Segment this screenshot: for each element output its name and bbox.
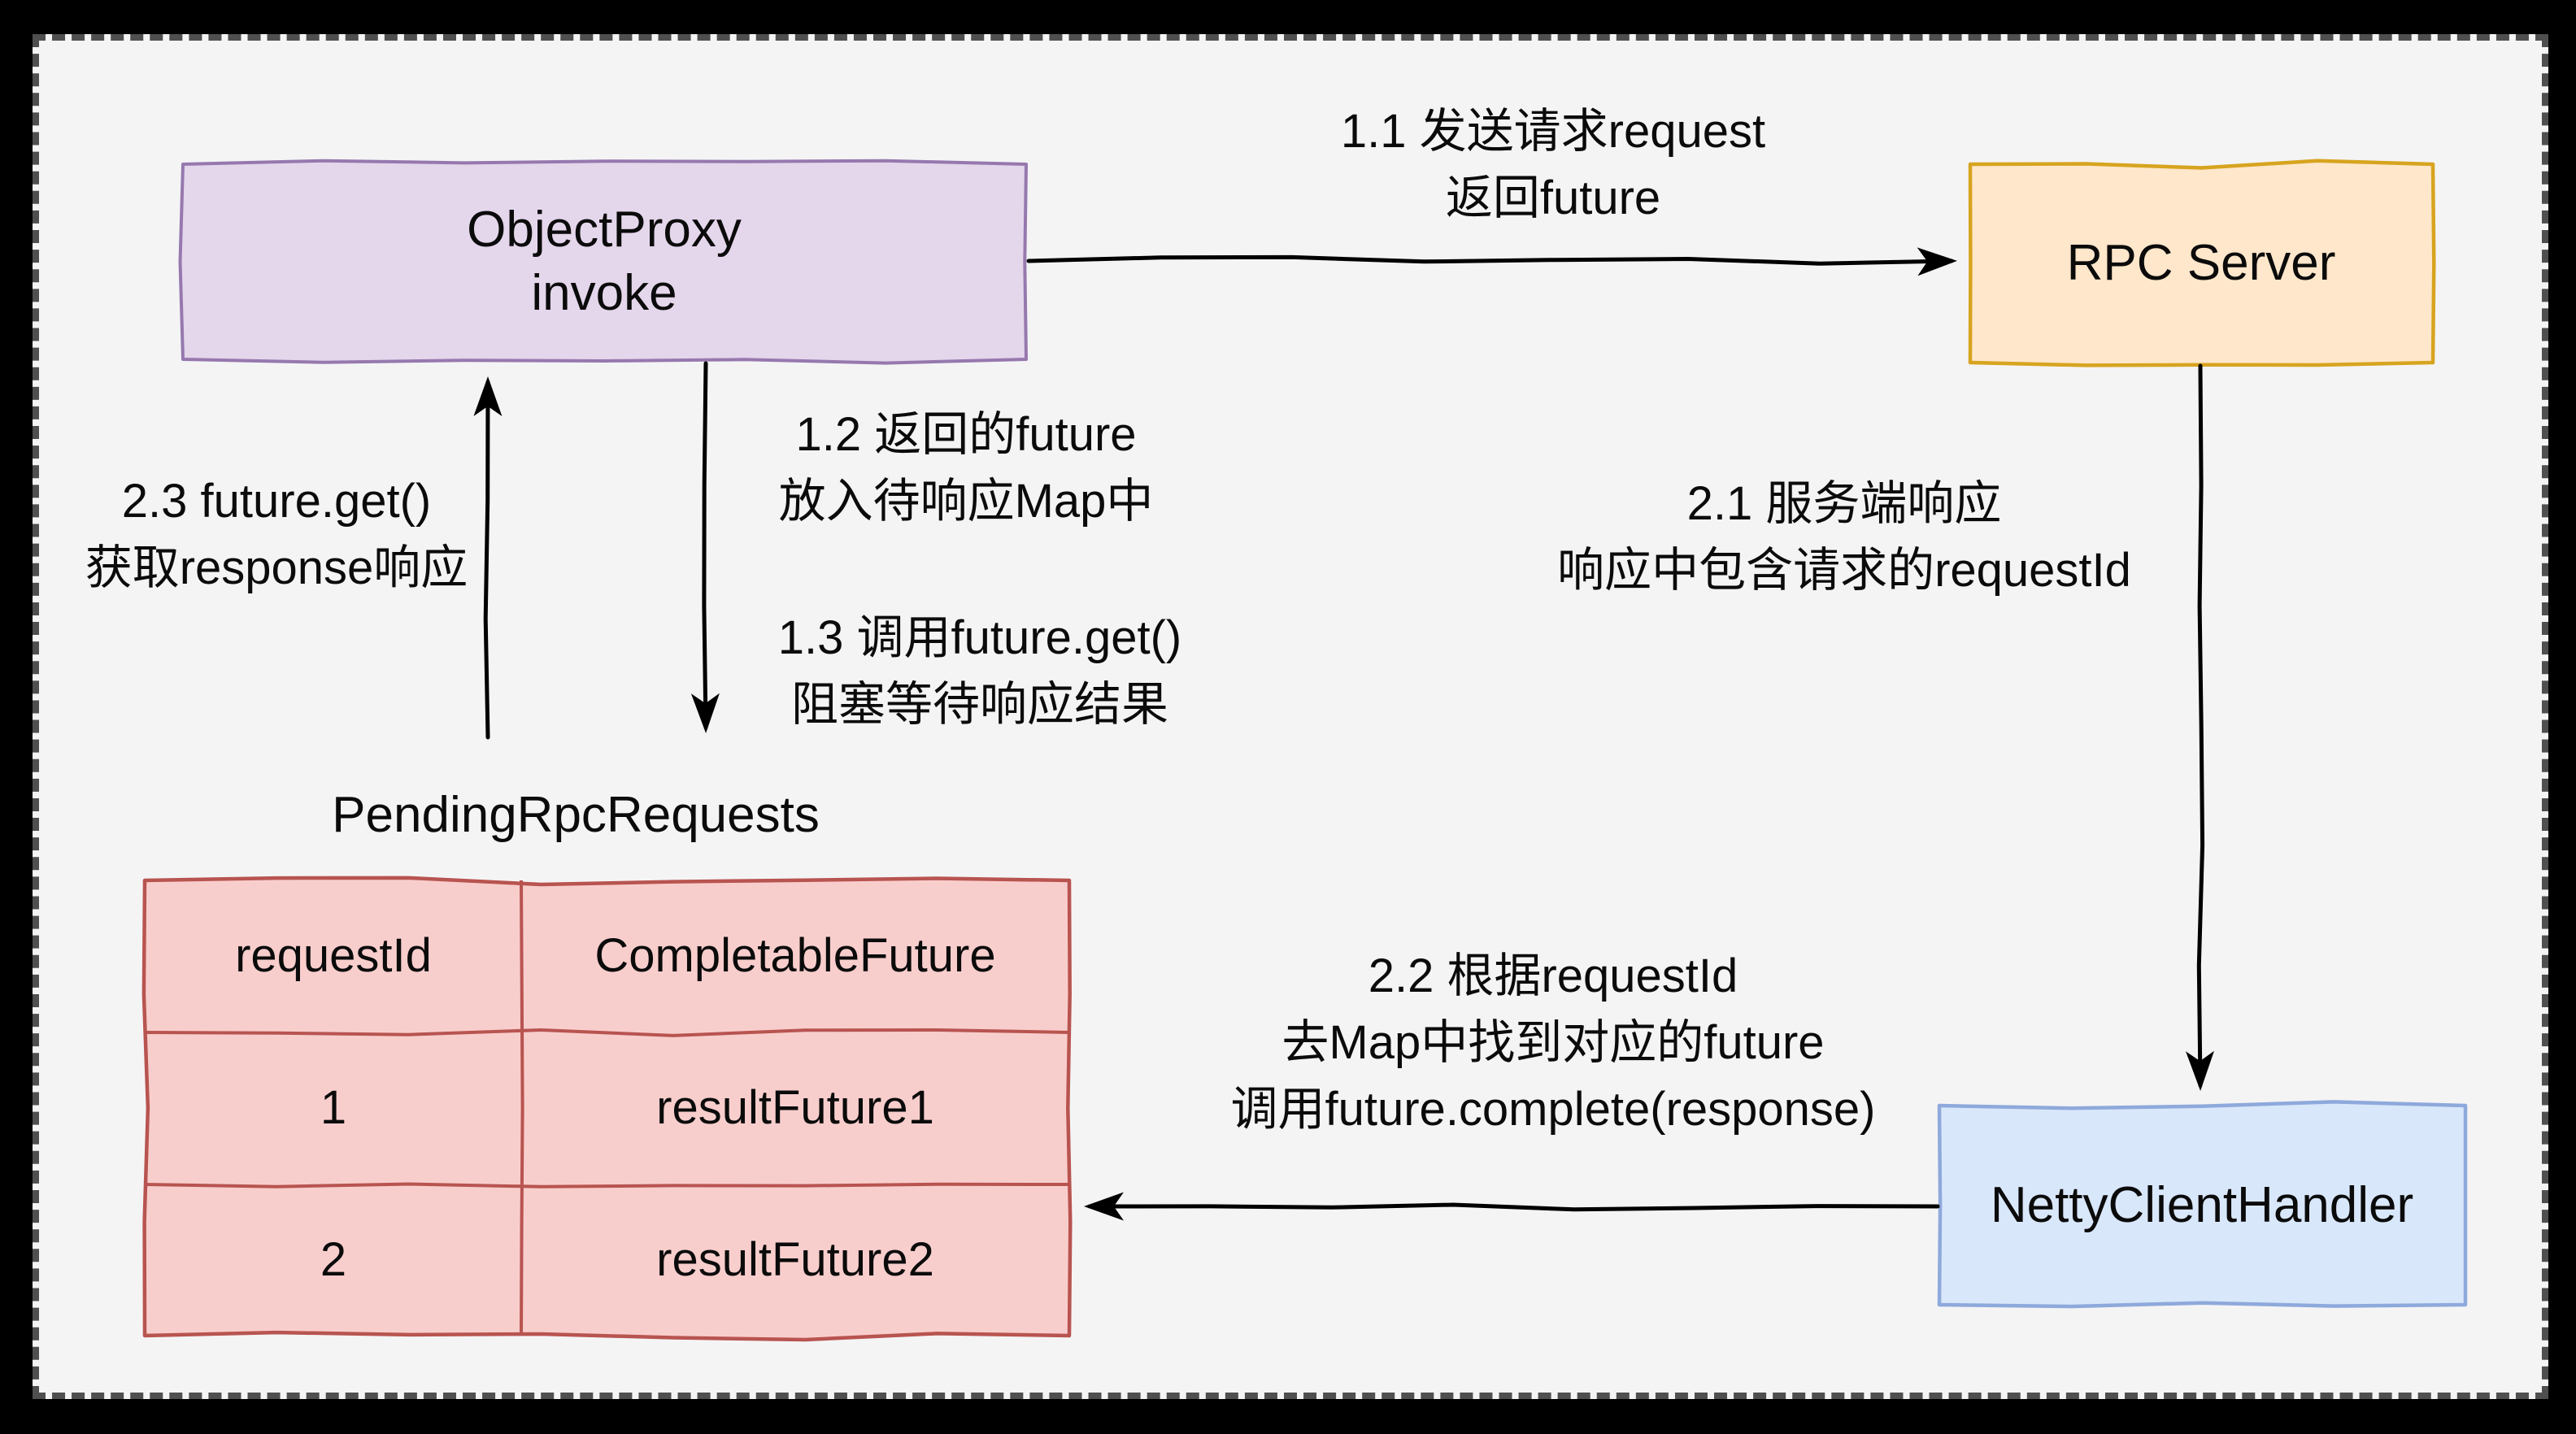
arrow-1-2-label: 1.2 返回的future 放入待响应Map中: [778, 408, 1154, 528]
objectproxy-box: [178, 159, 1028, 365]
arrow-2-1-server-response: [2186, 363, 2215, 1091]
table-row-divider-2: [144, 1182, 1070, 1188]
nettyclienthandler-box-label: NettyClientHandler: [1990, 1177, 2414, 1233]
arrow-2-1-label: 2.1 服务端响应 响应中包含请求的requestId: [1557, 477, 2131, 597]
nettyclienthandler-box: [1937, 1100, 2468, 1309]
pending-map-title: PendingRpcRequests: [332, 787, 820, 843]
arrow-2-2-complete-future: [1084, 1192, 1940, 1221]
table-header-completablefuture: CompletableFuture: [594, 929, 996, 982]
arrow-1-2-put-future-in-map: [690, 361, 720, 733]
arrow-2-3-future-get: [473, 376, 503, 740]
arrow-2-2-label: 2.2 根据requestId 去Map中找到对应的future 调用futur…: [1230, 949, 1876, 1136]
pending-map-table: [141, 876, 1073, 1342]
table-cell-row1-requestid: 1: [320, 1081, 347, 1134]
arrow-1-3-label: 1.3 调用future.get() 阻塞等待响应结果: [777, 611, 1182, 731]
arrow-1-1-label: 1.1 发送请求request 返回future: [1340, 105, 1766, 224]
table-cell-row2-future: resultFuture2: [656, 1233, 934, 1286]
table-column-divider: [520, 880, 524, 1336]
table-row-divider-1: [144, 1028, 1070, 1037]
rpc-server-box: [1968, 159, 2436, 367]
table-cell-row1-future: resultFuture1: [656, 1081, 934, 1134]
table-header-requestid: requestId: [235, 929, 432, 982]
arrow-2-3-label: 2.3 future.get() 获取response响应: [85, 475, 468, 594]
table-cell-row2-requestid: 2: [320, 1233, 347, 1286]
arrow-1-1-send-request: [1026, 247, 1957, 276]
rpc-server-box-label: RPC Server: [2066, 235, 2336, 291]
objectproxy-box-label: ObjectProxy invoke: [467, 202, 742, 321]
